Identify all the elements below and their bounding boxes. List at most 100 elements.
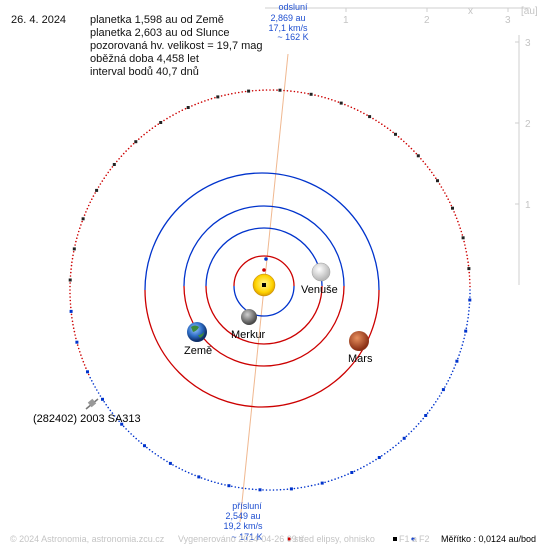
perihelion-speed: 19,2 km/s [223,521,263,531]
asteroid-orbit-dot [454,364,457,366]
perihelion-info: přísluní 2,549 au 19,2 km/s ~ 171 K [223,501,263,542]
asteroid-orbit-dot [69,296,71,298]
asteroid-orbit-dot [82,360,85,363]
asteroid-orbit-dot [415,425,418,428]
asteroid-interval-point [134,140,138,144]
asteroid-orbit-dot [251,90,254,92]
asteroid-orbit-dot [392,131,394,134]
asteroid-orbit-dot [148,129,151,132]
earth-continents [191,325,204,338]
asteroid-orbit-dot [422,160,425,163]
asteroid-orbit-dot [444,386,446,388]
asteroid-orbit-dot [468,303,471,305]
asteroid-orbit-dot [378,121,380,124]
asteroid-orbit-dot [424,163,427,165]
aphelion-temperature: ~ 162 K [277,32,308,42]
asteroid-orbit-dot [116,160,118,163]
asteroid-orbit-dot [455,217,458,220]
asteroid-orbit-dot [286,90,289,92]
asteroid-orbit-dot [447,198,450,200]
asteroid-orbit-dot [81,357,83,360]
asteroid-orbit-dot [466,257,469,260]
asteroid-orbit-dot [241,91,243,93]
asteroid-orbit-dot [276,489,278,491]
asteroid-orbit-dot [344,103,346,106]
asteroid-orbit-dot [181,469,184,471]
asteroid-orbit-dot [327,97,330,100]
asteroid-orbit-dot [462,341,465,343]
asteroid-orbit-dot [169,116,171,118]
asteroid-orbit-dot [107,406,109,409]
asteroid-orbit-dot [466,320,469,323]
asteroid-orbit-dot [286,488,289,491]
asteroid-orbit-dot [154,453,157,455]
asteroid-orbit-dot [461,234,464,236]
asteroid-orbit-dot [433,174,435,177]
asteroid-orbit-dot [79,351,81,353]
asteroid-orbit-dot [466,254,468,257]
asteroid-orbit-dot [375,458,377,461]
asteroid-orbit-dot [438,395,441,397]
asteroid-orbit-dot [307,485,310,488]
aphelion-title: odsluní [278,2,308,12]
asteroid-orbit-dot [405,435,408,438]
asteroid-orbit-dot [237,91,240,94]
asteroid-orbit-dot [410,147,413,150]
asteroid-orbit-dot [87,204,90,207]
asteroid-orbit-dot [109,409,112,412]
asteroid-orbit-dot [386,451,389,453]
asteroid-interval-point [289,487,293,491]
x-axis-label: x [468,6,473,17]
asteroid-orbit-dot [331,99,333,101]
mercury-orbit-lower [233,285,295,317]
asteroid-orbit-dot [461,344,464,346]
asteroid-orbit-dot [103,401,105,403]
asteroid-interval-point [68,278,72,282]
asteroid-interval-point [455,359,459,363]
asteroid-orbit-dot [453,211,455,213]
asteroid-orbit-dot [317,95,320,97]
venus-orbit-lower [205,285,323,345]
asteroid-orbit-dot [464,334,466,336]
y-tick-label-3: 3 [525,38,531,49]
asteroid-orbit-dot [69,292,71,295]
asteroid-orbit-dot [105,403,107,406]
asteroid-orbit-dot [405,142,408,145]
asteroid-orbit-dot [262,489,264,491]
asteroid-orbit-dot [69,285,71,288]
asteroid-orbit-dot [272,89,275,91]
asteroid-interval-point [258,488,262,492]
asteroid-orbit-dot [458,224,460,226]
footer-author: Vygenerováno 2024-04-26 09 s [178,534,304,544]
asteroid-orbit-dot [251,488,254,491]
asteroid-orbit-dot [89,201,91,204]
asteroid-orbit-dot [303,486,306,488]
sun-focus-marker [262,283,266,287]
asteroid-orbit-dot [85,367,87,369]
asteroid-orbit-dot [86,207,89,210]
asteroid-orbit-dot [178,467,180,470]
asteroid-orbit-dot [74,334,76,336]
asteroid-orbit-dot [303,92,306,94]
asteroid-interval-point [464,329,468,333]
asteroid-orbit-dot [69,275,72,277]
asteroid-interval-point [143,444,146,448]
asteroid-orbit-dot [109,168,112,171]
asteroid-orbit-dot [72,323,74,326]
asteroid-orbit-dot [347,473,349,475]
asteroid-orbit-dot [163,458,165,461]
footer-legend-f2: F2 [419,534,430,544]
asteroid-orbit-dot [70,264,73,267]
asteroid-orbit-dot [91,198,93,200]
asteroid-orbit-dot [140,442,143,445]
venus-label: Venuše [301,284,338,296]
asteroid-orbit-dot [449,376,451,379]
footer-legend-center: střed elipsy, ohnisko [294,534,375,544]
asteroid-interval-point [75,340,79,344]
asteroid-orbit-dot [327,480,330,483]
asteroid-orbit-dot [269,489,271,491]
asteroid-orbit-dot [366,114,368,116]
asteroid-orbit-dot [224,484,226,486]
date-label: 26. 4. 2024 [11,14,67,26]
asteroid-orbit-dot [175,465,177,468]
